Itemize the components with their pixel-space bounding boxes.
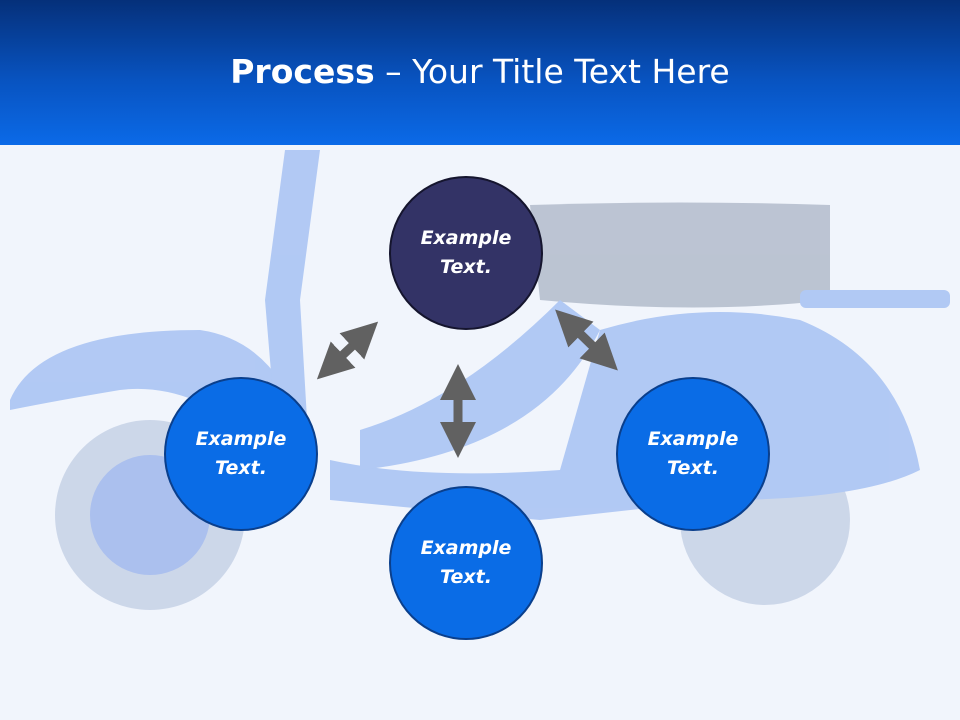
arrow-right-bidirectional (555, 309, 618, 371)
node-label: Text. (215, 457, 267, 479)
node-label: Text. (440, 256, 492, 278)
node-label: Example (420, 227, 512, 249)
arrow-left-bidirectional (316, 321, 379, 380)
node-label: Example (420, 537, 512, 559)
node-label: Text. (667, 457, 719, 479)
title-banner: Process – Your Title Text Here (0, 0, 960, 145)
node-label: Text. (440, 566, 492, 588)
title-bold: Process (230, 52, 375, 91)
title-rest: – Your Title Text Here (374, 52, 730, 91)
node-label: Example (195, 428, 287, 450)
node-label: Example (647, 428, 739, 450)
slide-title: Process – Your Title Text Here (0, 52, 960, 91)
